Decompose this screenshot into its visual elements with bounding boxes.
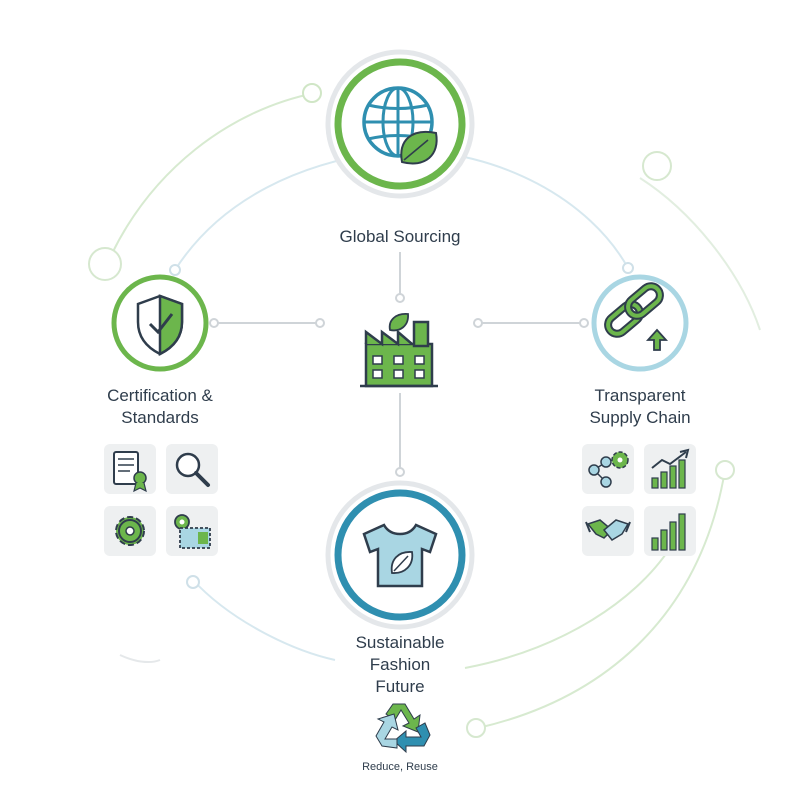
magnifier-icon	[166, 444, 218, 494]
globe-leaf-icon	[362, 86, 438, 165]
fashion-line-2: Fashion	[369, 655, 431, 674]
certification-line-1: Certification &	[107, 386, 213, 405]
fashion-label: Sustainable Fashion Future	[300, 632, 500, 698]
tshirt-leaf-icon	[362, 523, 438, 588]
node-certification	[111, 274, 209, 372]
supply-chain-line-2: Supply Chain	[589, 408, 691, 427]
global-sourcing-text: Global Sourcing	[339, 227, 461, 246]
connector-lines	[209, 252, 589, 477]
shield-check-icon	[136, 294, 184, 357]
node-fashion	[325, 480, 475, 630]
supply-chain-label: Transparent Supply Chain	[550, 385, 730, 429]
handshake-icon	[582, 506, 634, 556]
recycle-label: Reduce, Reuse	[362, 761, 438, 773]
bar-chart-icon	[644, 506, 696, 556]
fashion-line-3: Future	[375, 677, 425, 696]
certification-line-2: Standards	[121, 408, 199, 427]
fashion-line-1: Sustainable	[355, 633, 445, 652]
growth-chart-icon	[644, 444, 696, 494]
supply-chain-line-1: Transparent	[594, 386, 686, 405]
node-global-sourcing	[325, 49, 475, 199]
recycle-icon	[375, 703, 431, 754]
global-sourcing-label: Global Sourcing	[300, 226, 500, 248]
node-supply-chain	[591, 274, 689, 372]
factory-leaf-icon	[360, 313, 438, 388]
supply-chain-tiles	[582, 444, 696, 556]
certification-tiles	[104, 444, 218, 556]
network-gear-icon	[582, 444, 634, 494]
certificate-document-icon	[104, 444, 156, 494]
certification-label: Certification & Standards	[70, 385, 250, 429]
gear-stamp-icon	[166, 506, 218, 556]
chain-link-arrow-icon	[604, 282, 669, 351]
gear-icon	[104, 506, 156, 556]
